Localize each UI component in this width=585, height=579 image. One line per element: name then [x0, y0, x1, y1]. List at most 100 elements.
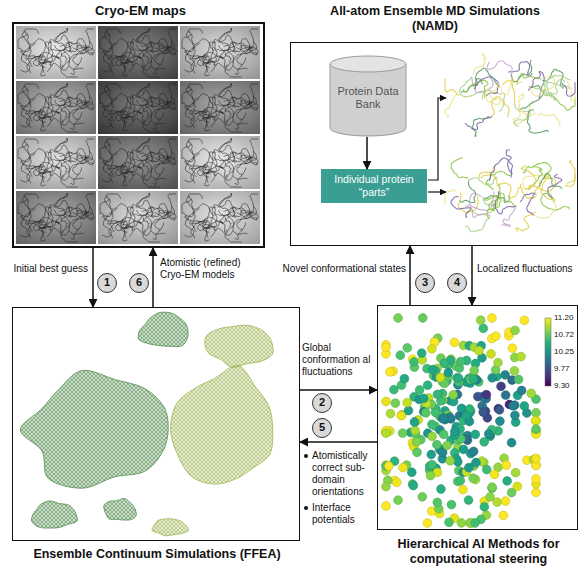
scatter-point [428, 460, 437, 469]
scatter-point [411, 426, 420, 435]
scatter-point [532, 425, 541, 434]
scatter-point [486, 492, 495, 501]
scatter-point [418, 492, 427, 501]
connector-group [93, 137, 472, 442]
protein-strand [502, 207, 515, 227]
scatter-points [382, 314, 541, 528]
panel-heading: Hierarchical AI Methods for computationa… [372, 537, 585, 567]
scatter-point [476, 316, 485, 325]
scatter-point [514, 375, 523, 384]
connector-arrow [300, 389, 377, 391]
scatter-point [532, 488, 541, 497]
scatter-point [532, 454, 541, 463]
colorbar-tick: 11.20 [554, 313, 580, 323]
scatter-point [440, 414, 449, 423]
scatter-point [417, 349, 426, 358]
cryo-em-tile [180, 81, 260, 134]
scatter-point [469, 447, 478, 456]
cylinder-body [330, 64, 406, 136]
node-text: Individual protein “parts” [323, 173, 425, 198]
cryo-em-density [18, 139, 94, 187]
scatter-point [400, 374, 409, 383]
scatter-point [511, 326, 520, 335]
edge-label: Novel conformational states [272, 263, 406, 275]
colorbar [545, 318, 551, 386]
protein-strand [451, 157, 468, 178]
protein-strand [474, 77, 498, 96]
scatter-point [428, 420, 437, 429]
protein-strand [469, 192, 494, 211]
scatter-point [503, 477, 512, 486]
protein-strand [483, 196, 500, 220]
cryo-em-tile [98, 81, 178, 134]
cryo-em-tile [180, 26, 260, 79]
node-text: Protein Data Bank [333, 85, 403, 111]
bullet-dot [304, 454, 308, 458]
cryo-em-tile [16, 81, 96, 134]
md-protein-structures [445, 54, 575, 232]
panel-box: All-atom Ensemble MD Simulations (NAMD)P… [290, 42, 578, 246]
scatter-point [419, 394, 428, 403]
scatter-point [517, 386, 526, 395]
protein-strand [534, 199, 556, 218]
cryo-em-density [100, 194, 176, 242]
protein-strand [497, 81, 522, 95]
mesh-blob [20, 370, 168, 488]
scatter-point [470, 366, 479, 375]
scatter-point [386, 409, 395, 418]
scatter-point [509, 401, 518, 410]
scatter-point [469, 375, 478, 384]
scatter-point [437, 485, 446, 494]
scatter-point [428, 432, 437, 441]
cryo-em-tile [16, 191, 96, 244]
cryo-em-tile [180, 136, 260, 189]
scatter-point [480, 438, 489, 447]
cryo-em-tile [98, 26, 178, 79]
scatter-point [457, 519, 466, 528]
scatter-point [490, 470, 499, 479]
connector-arrow [92, 248, 94, 307]
scatter-point [415, 386, 424, 395]
scatter-point [391, 399, 400, 408]
scatter-point [398, 429, 407, 438]
colorbar-tick: 9.30 [554, 381, 580, 391]
cryo-em-density [182, 84, 258, 132]
scatter-point [471, 430, 480, 439]
scatter-point [501, 391, 510, 400]
scatter-point [384, 462, 393, 471]
scatter-point [427, 450, 436, 459]
scatter-point [386, 368, 395, 377]
protein-strand [487, 61, 512, 76]
mesh-blob [104, 498, 137, 520]
cryo-em-density [18, 29, 94, 77]
scatter-point [433, 390, 442, 399]
connector-arrow [471, 246, 473, 305]
cryo-em-density [182, 194, 258, 242]
mesh-blob [152, 519, 189, 536]
scatter-point [453, 457, 462, 466]
scatter-point [418, 314, 427, 323]
scatter-point [479, 324, 488, 333]
cryo-em-density [182, 29, 258, 77]
scatter-point [394, 314, 403, 323]
scatter-point [469, 474, 478, 483]
scatter-point [517, 352, 526, 361]
cryo-em-density [100, 139, 176, 187]
md-leader-arrows [428, 98, 446, 192]
scatter-point [511, 468, 520, 477]
scatter-point [436, 373, 445, 382]
scatter-point [511, 411, 520, 420]
scatter-point [410, 358, 419, 367]
callout-number: 4 [447, 273, 467, 293]
scatter-point [382, 343, 391, 352]
scatter-point [497, 382, 506, 391]
protein-strand [565, 175, 575, 187]
scatter-point [502, 461, 511, 470]
bullet-note: Interface potentials [312, 502, 376, 526]
connector-arrow [409, 246, 411, 305]
panel-box: Hierarchical AI Methods for computationa… [377, 305, 578, 530]
scatter-point [475, 346, 484, 355]
scatter-point [499, 511, 508, 520]
